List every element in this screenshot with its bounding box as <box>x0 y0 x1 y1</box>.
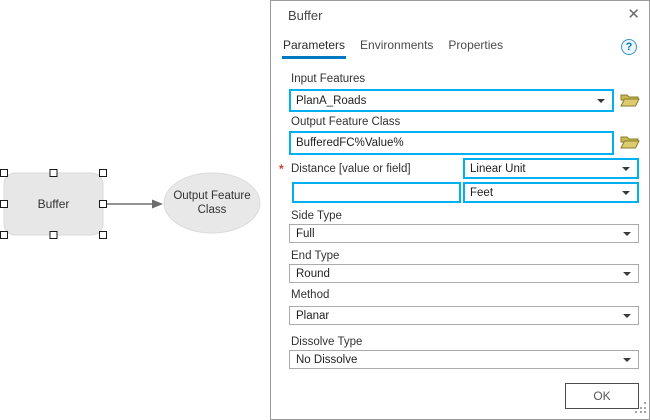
output-feature-class-value: BufferedFC%Value% <box>296 137 404 149</box>
tab-bar: Parameters Environments Properties <box>282 38 504 59</box>
selection-handles[interactable] <box>0 169 107 239</box>
handle-bottom-left[interactable] <box>0 231 8 239</box>
close-icon[interactable]: ✕ <box>627 6 640 23</box>
input-features-label: Input Features <box>291 73 366 85</box>
chevron-down-icon[interactable] <box>622 166 630 171</box>
distance-kind-dropdown[interactable]: Linear Unit <box>463 158 639 179</box>
side-type-dropdown[interactable]: Full <box>289 224 639 243</box>
chevron-down-icon[interactable] <box>622 190 630 195</box>
distance-label: Distance [value or field] <box>291 163 411 175</box>
browse-folder-icon[interactable] <box>620 134 640 150</box>
input-features-combobox[interactable]: PlanA_Roads <box>289 89 614 112</box>
tab-properties[interactable]: Properties <box>448 38 504 52</box>
browse-folder-icon[interactable] <box>620 92 640 108</box>
connector-arrowhead-icon <box>152 199 163 209</box>
chevron-down-icon[interactable] <box>623 357 631 362</box>
end-type-value: Round <box>296 267 330 280</box>
output-feature-class-input[interactable]: BufferedFC%Value% <box>289 131 614 155</box>
output-node-shape[interactable] <box>163 172 261 234</box>
dissolve-type-value: No Dissolve <box>296 353 358 366</box>
tab-environments[interactable]: Environments <box>360 38 434 52</box>
handle-mid-right[interactable] <box>99 200 107 208</box>
input-features-value: PlanA_Roads <box>296 94 367 107</box>
method-label: Method <box>291 289 330 301</box>
chevron-down-icon[interactable] <box>597 98 605 103</box>
help-icon[interactable]: ? <box>621 39 637 55</box>
model-diagram-canvas[interactable]: Buffer Output Feature Class <box>0 0 270 420</box>
buffer-tool-panel: Buffer ✕ Parameters Environments Propert… <box>270 0 650 420</box>
distance-unit-value: Feet <box>470 186 494 199</box>
distance-kind-value: Linear Unit <box>470 162 526 175</box>
chevron-down-icon[interactable] <box>623 231 631 236</box>
dissolve-type-label: Dissolve Type <box>291 336 363 348</box>
resize-grip-icon[interactable] <box>635 402 646 413</box>
required-asterisk: * <box>279 162 284 176</box>
chevron-down-icon[interactable] <box>623 313 631 318</box>
end-type-dropdown[interactable]: Round <box>289 264 639 283</box>
side-type-value: Full <box>296 227 315 240</box>
distance-unit-dropdown[interactable]: Feet <box>463 182 639 203</box>
output-feature-class-label: Output Feature Class <box>291 116 401 128</box>
handle-mid-left[interactable] <box>0 200 8 208</box>
buffer-tool-node-label: Buffer <box>37 196 70 211</box>
method-value: Planar <box>296 309 330 322</box>
output-node-label: Output Feature Class <box>173 189 251 216</box>
ok-button[interactable]: OK <box>565 383 639 409</box>
handle-bottom-center[interactable] <box>49 231 58 239</box>
panel-title: Buffer <box>288 8 323 23</box>
handle-top-left[interactable] <box>0 169 8 177</box>
handle-top-center[interactable] <box>49 169 58 177</box>
handle-bottom-right[interactable] <box>99 231 107 239</box>
handle-top-right[interactable] <box>99 169 107 177</box>
end-type-label: End Type <box>291 250 340 262</box>
distance-value-input[interactable] <box>292 182 461 203</box>
method-dropdown[interactable]: Planar <box>289 306 639 325</box>
dissolve-type-dropdown[interactable]: No Dissolve <box>289 350 639 369</box>
tab-parameters[interactable]: Parameters <box>282 38 347 59</box>
side-type-label: Side Type <box>291 210 342 222</box>
model-diagram-shapes <box>0 169 261 239</box>
chevron-down-icon[interactable] <box>623 271 631 276</box>
